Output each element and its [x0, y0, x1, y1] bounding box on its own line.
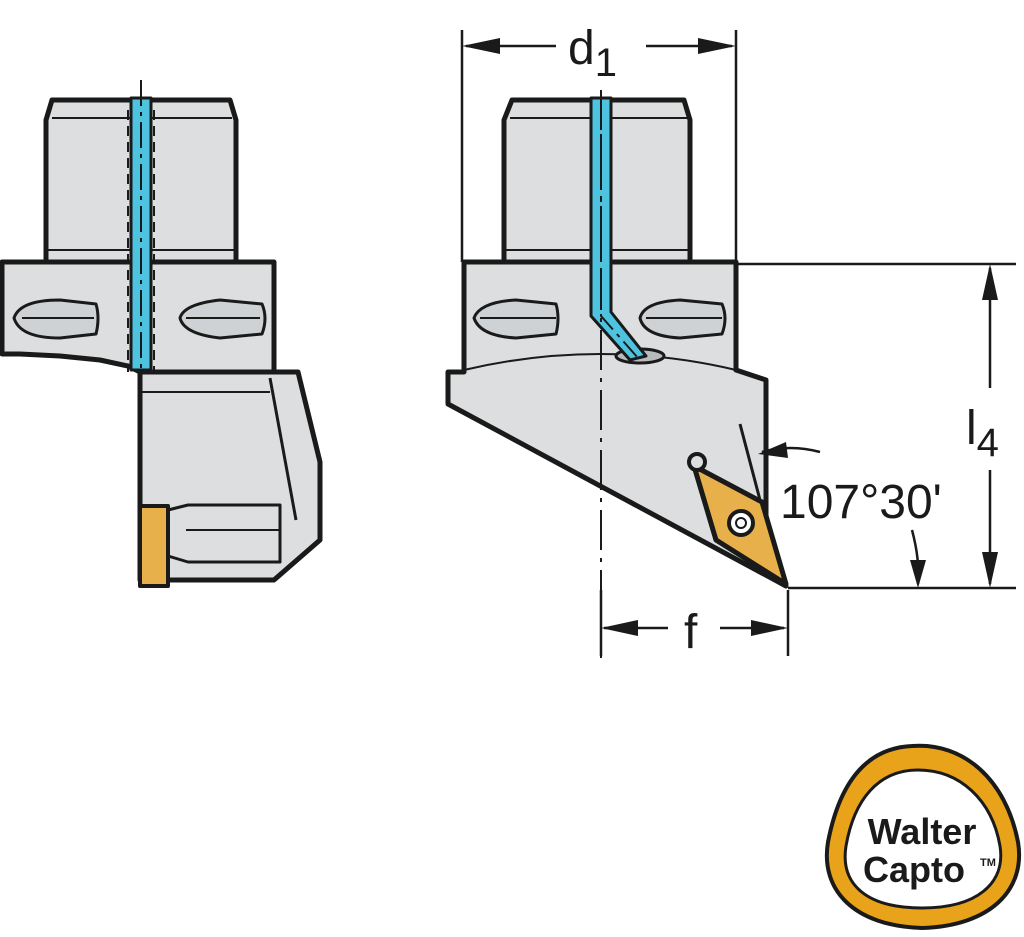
l4-label: l4: [966, 402, 999, 465]
logo-trademark: TM: [980, 857, 996, 869]
f-label: f: [684, 606, 698, 659]
logo-line-1: Walter: [868, 811, 977, 852]
side-view-pocket: [166, 503, 282, 564]
side-view-insert: [138, 504, 170, 588]
l4-subscript: 4: [977, 421, 999, 465]
logo-line-2: Capto: [863, 849, 965, 890]
side-view-coolant-channel: [129, 80, 153, 372]
angle-label: 107°30': [780, 476, 942, 529]
d1-subscript: 1: [595, 41, 617, 85]
front-view: [445, 96, 789, 589]
walter-capto-logo: Walter Capto TM: [824, 743, 1022, 931]
side-view: [0, 80, 323, 588]
dimension-lines: [460, 30, 1016, 656]
clamp-pin-icon: [687, 452, 707, 472]
d1-label: d1: [568, 22, 617, 85]
